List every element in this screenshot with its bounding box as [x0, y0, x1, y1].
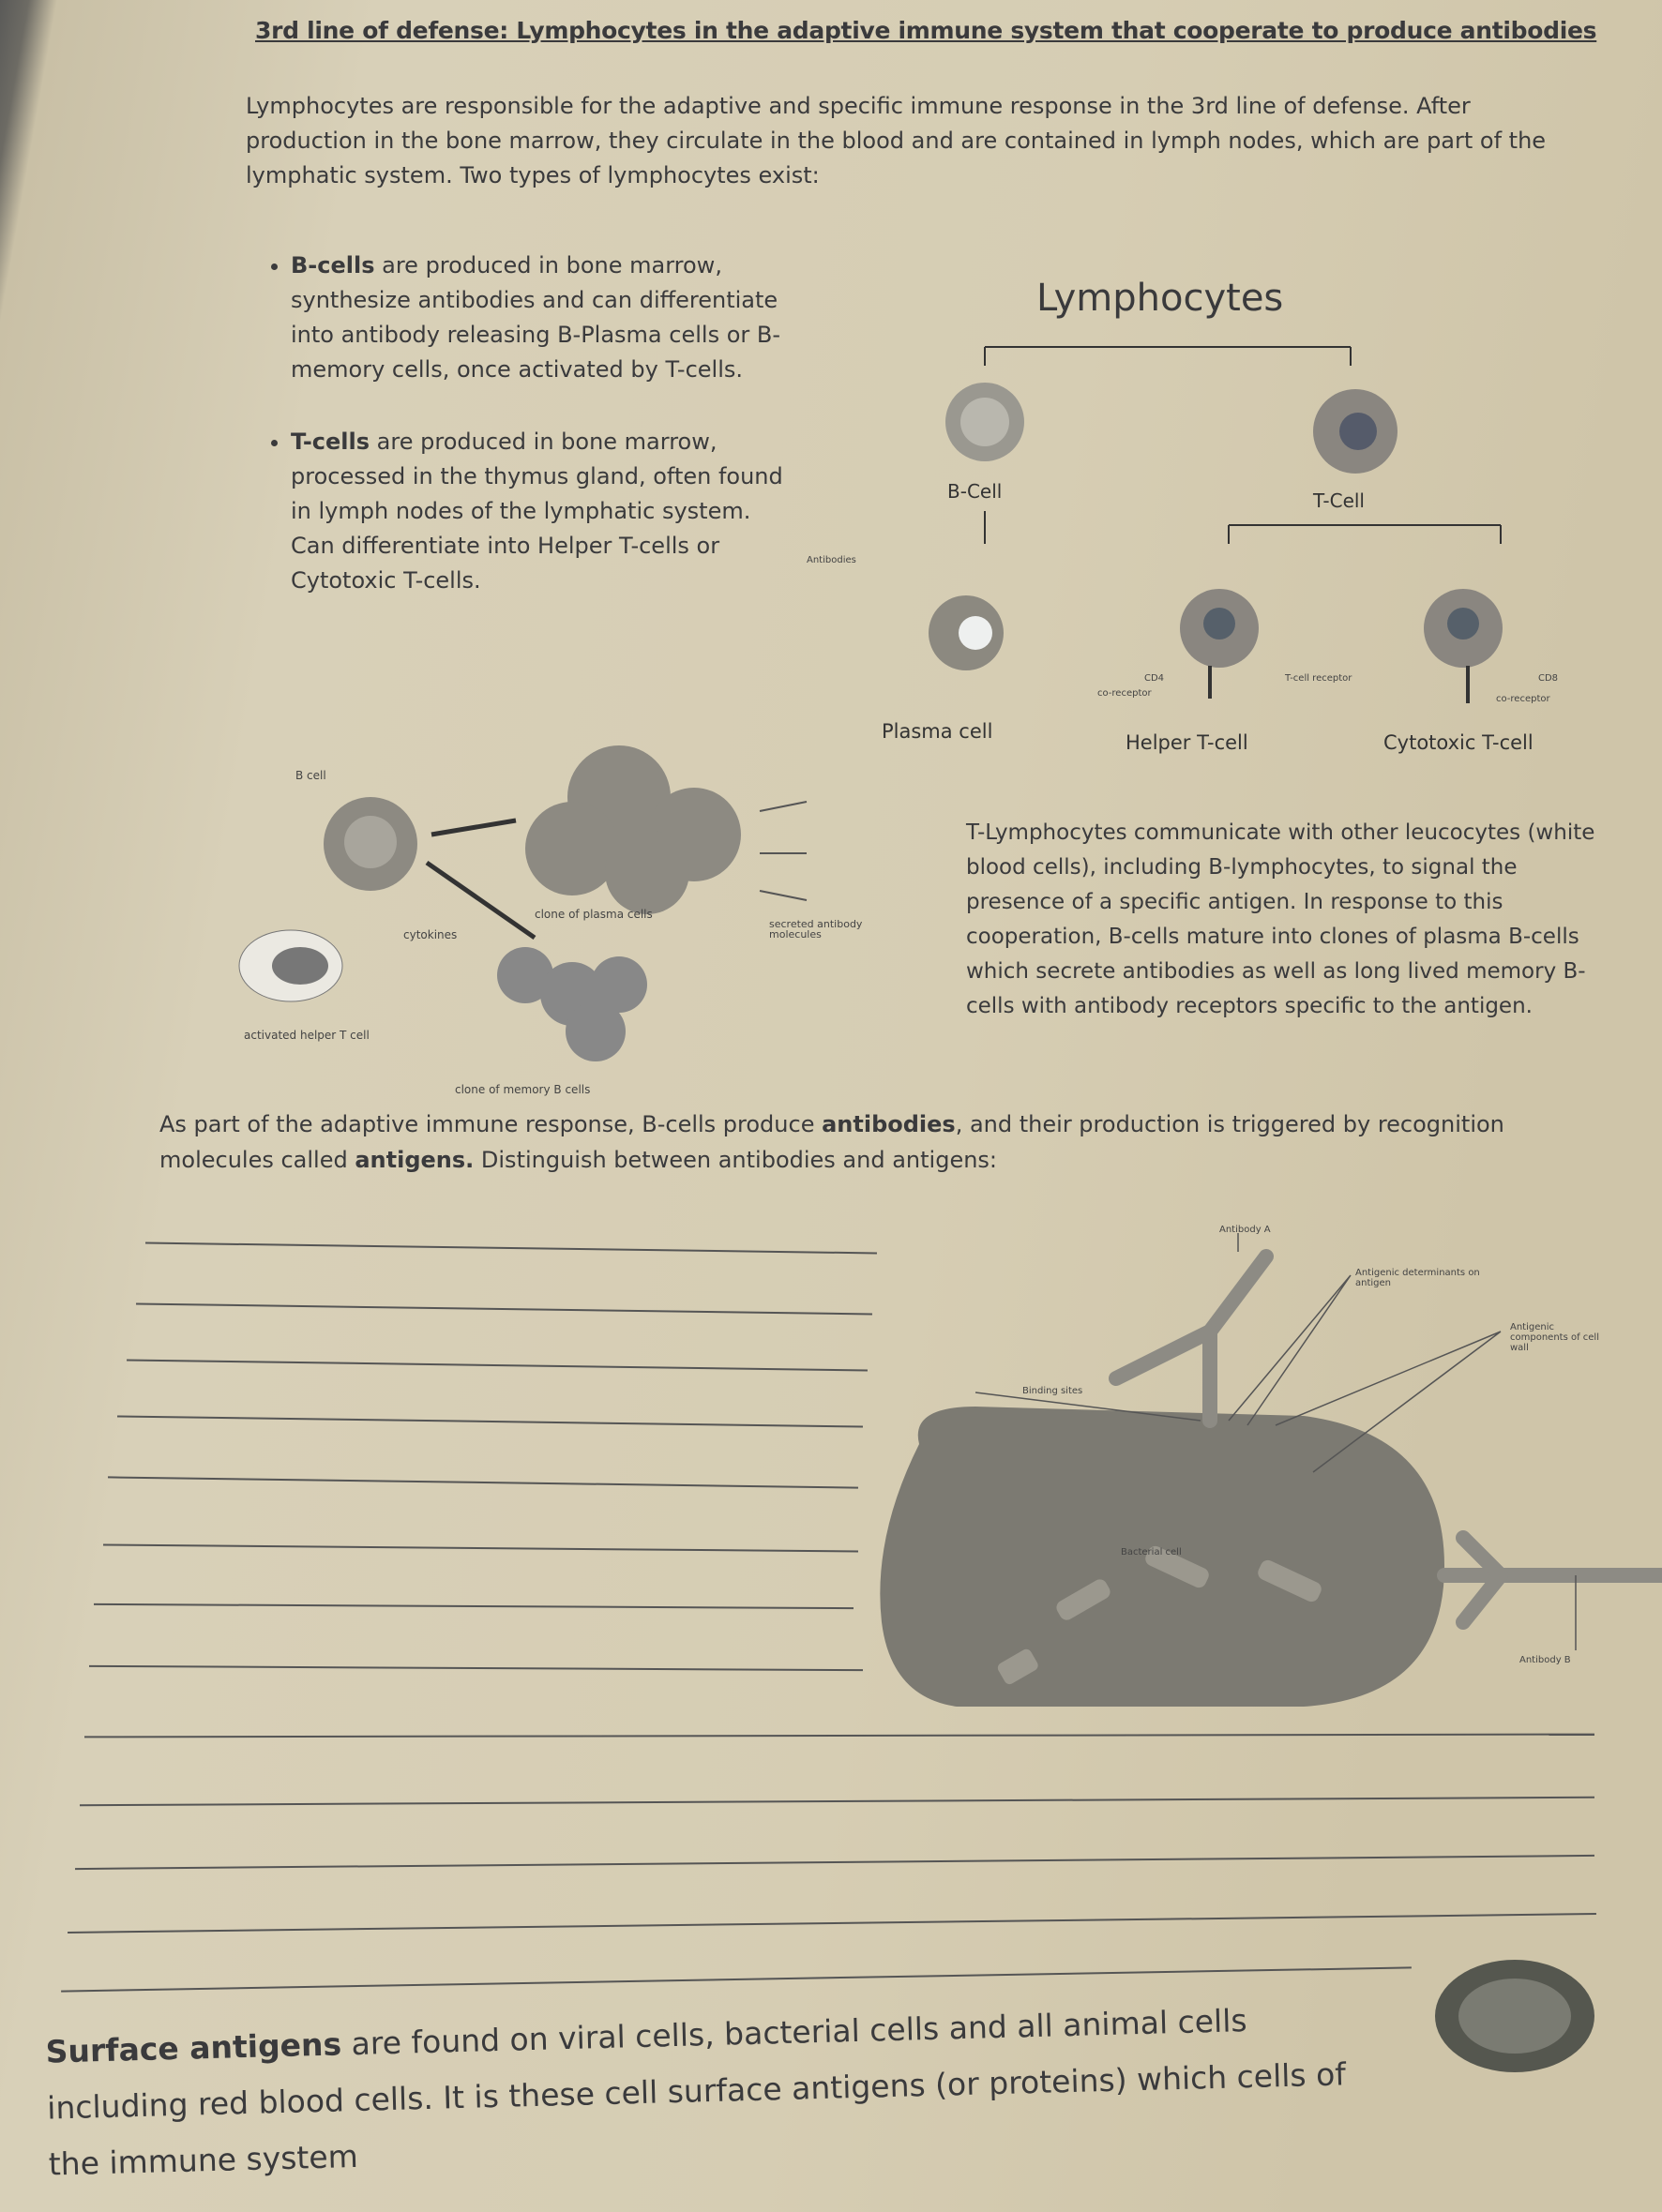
- bacterial-cell-label: Bacterial cell: [1121, 1547, 1182, 1557]
- cytokines-label: cytokines: [403, 928, 458, 941]
- antigenic-determinants-label: Antigenic determinants on antigen: [1355, 1268, 1480, 1288]
- answer-line[interactable]: [75, 1854, 1594, 1871]
- t-cell-icon: [1313, 389, 1398, 474]
- bullet-b-cells: B-cells are produced in bone marrow, syn…: [291, 248, 797, 387]
- cd8-label: CD8: [1538, 673, 1559, 684]
- answer-line[interactable]: [136, 1302, 872, 1316]
- cytotoxic-t-cell-label: Cytotoxic T-cell: [1383, 731, 1534, 754]
- lymphocyte-tree-graphic: [929, 346, 1503, 703]
- binding-sites-label: Binding sites: [1022, 1386, 1083, 1396]
- answer-line[interactable]: [103, 1543, 858, 1553]
- b-cell-icon: [945, 383, 1024, 461]
- plasma-cell-icon: [929, 595, 1004, 670]
- b-cell-small-label: B cell: [295, 769, 326, 782]
- antibody-b-label: Antibody B: [1519, 1655, 1571, 1665]
- cd4-label: CD4: [1144, 673, 1165, 684]
- bacterial-cell-graphic: [880, 1233, 1662, 1707]
- clone-plasma-label: clone of plasma cells: [535, 908, 653, 921]
- b-cell-activation-diagram: B cell cytokines activated helper T cell…: [225, 731, 957, 1106]
- answer-line[interactable]: [80, 1796, 1594, 1807]
- clone-memory-label: clone of memory B cells: [455, 1083, 591, 1096]
- secreted-antibody-label: secreted antibody molecules: [769, 918, 863, 940]
- answer-line[interactable]: [89, 1664, 863, 1672]
- b-cell-label: B-Cell: [947, 480, 1003, 503]
- answer-line[interactable]: [94, 1603, 854, 1610]
- answer-line[interactable]: [127, 1359, 868, 1372]
- lymphocyte-types-list: B-cells are produced in bone marrow, syn…: [253, 248, 797, 636]
- antibody-antigen-diagram: Antibody A Antigenic determinants on ant…: [863, 1225, 1662, 1735]
- diagram-title: Lymphocytes: [1036, 277, 1284, 320]
- plasma-cell-label: Plasma cell: [882, 720, 993, 743]
- page-title: 3rd line of defense: Lymphocytes in the …: [255, 17, 1597, 44]
- co-receptor-left-label: co-receptor: [1097, 688, 1152, 699]
- answer-line[interactable]: [68, 1913, 1596, 1934]
- helper-t-cell-label: Helper T-cell: [1126, 731, 1248, 754]
- question-prompt: As part of the adaptive immune response,…: [159, 1111, 1504, 1173]
- answer-line[interactable]: [117, 1415, 863, 1428]
- t-cell-receptor-label: T-cell receptor: [1285, 673, 1352, 684]
- b-cell-activation-graphic: [238, 745, 808, 1061]
- helper-t-cell-icon: [1180, 589, 1259, 668]
- antibodies-label: Antibodies: [807, 555, 856, 565]
- t-lymphocyte-paragraph: T-Lymphocytes communicate with other leu…: [966, 820, 1595, 1018]
- bullet-t-cells: T-cells are produced in bone marrow, pro…: [291, 425, 797, 598]
- intro-paragraph: Lymphocytes are responsible for the adap…: [246, 93, 1547, 188]
- antibody-a-label: Antibody A: [1219, 1225, 1271, 1235]
- antigenic-components-label: Antigenic components of cell wall: [1510, 1322, 1599, 1353]
- cytotoxic-t-cell-icon: [1424, 589, 1503, 668]
- answer-line[interactable]: [61, 1966, 1412, 1993]
- t-cell-label: T-Cell: [1313, 489, 1365, 512]
- activated-helper-label: activated helper T cell: [244, 1029, 370, 1042]
- co-receptor-right-label: co-receptor: [1496, 694, 1550, 704]
- virus-icon: [1435, 1960, 1594, 2072]
- answer-line[interactable]: [145, 1241, 877, 1255]
- lymphocyte-tree-diagram: Lymphocytes B-Cell T-Cell Antibodies CD4…: [807, 272, 1613, 778]
- surface-antigens-paragraph: Surface antigens are found on viral cell…: [45, 2002, 1347, 2183]
- answer-line[interactable]: [108, 1476, 858, 1489]
